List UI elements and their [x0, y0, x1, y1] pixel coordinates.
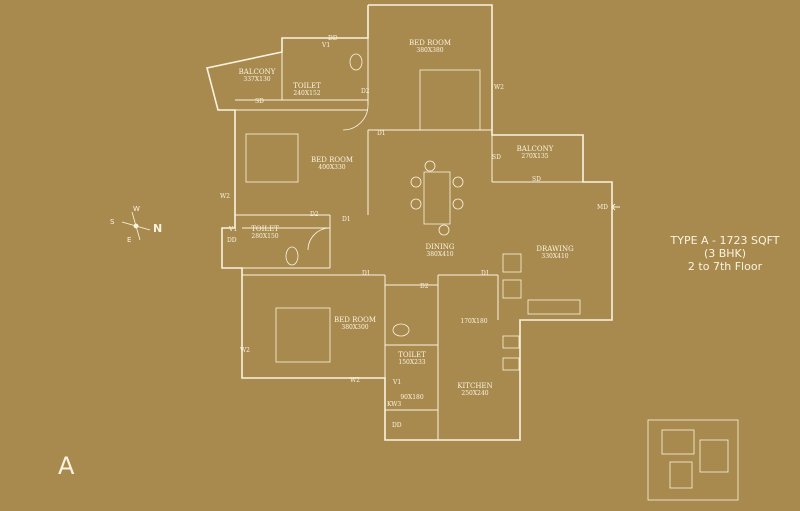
- block-letter: A: [58, 452, 75, 480]
- tag-w2: W2: [494, 84, 504, 91]
- unit-type-info: TYPE A - 1723 SQFT (3 BHK) 2 to 7th Floo…: [655, 234, 795, 273]
- room-name: BALCONY: [238, 68, 276, 76]
- main-entry-arrow-icon: [611, 203, 620, 211]
- tag-sd: SD: [532, 176, 541, 183]
- room-name: TOILET: [293, 82, 321, 90]
- site-key-plan: [647, 419, 739, 501]
- tag-v1: V1: [322, 42, 331, 49]
- tag-dd: DD: [328, 35, 338, 42]
- room-dim: 380X300: [341, 324, 369, 331]
- tag-sd: SD: [255, 98, 264, 105]
- tag-d2: D2: [361, 88, 370, 95]
- unit-floors: 2 to 7th Floor: [687, 260, 763, 273]
- tag-w2: W2: [350, 377, 360, 384]
- tag-v1: V1: [393, 379, 402, 386]
- room-name: BED ROOM: [333, 316, 376, 324]
- room-dim: 337X130: [243, 76, 271, 83]
- room-dim: 380X410: [426, 251, 454, 258]
- compass-w-label: W: [133, 205, 140, 213]
- room-dim: 380X380: [416, 47, 444, 54]
- furniture: [245, 53, 581, 371]
- room-dim: 280X150: [251, 233, 279, 240]
- room-name: BALCONY: [516, 145, 554, 153]
- compass-s-label: S: [110, 218, 115, 226]
- tag-w2: W2: [240, 347, 250, 354]
- room-name: TOILET: [251, 225, 279, 233]
- room-dim: 270X135: [521, 153, 549, 160]
- room-label-utility: 170X180: [452, 318, 496, 326]
- tag-sd: SD: [492, 154, 501, 161]
- room-name: DINING: [425, 243, 455, 251]
- tag-v1: V1: [229, 226, 238, 233]
- compass-rose: [121, 211, 151, 241]
- unit-type-title: TYPE A - 1723 SQFT: [670, 234, 780, 247]
- room-dim: 150X233: [398, 359, 426, 366]
- tag-d2: D2: [420, 283, 429, 290]
- tag-dd: DD: [392, 422, 402, 429]
- tag-d1: D1: [481, 270, 490, 277]
- tag-d1: D1: [362, 270, 371, 277]
- exterior-walls: [206, 4, 613, 441]
- room-name: BED ROOM: [310, 156, 353, 164]
- room-dim: 400X330: [318, 164, 346, 171]
- room-dim: 330X410: [541, 253, 569, 260]
- tag-d1: D1: [342, 216, 351, 223]
- room-dim: 250X240: [461, 390, 489, 397]
- room-name: DRAWING: [536, 245, 574, 253]
- tag-d1: D1: [377, 130, 386, 137]
- room-name: TOILET: [398, 351, 426, 359]
- compass-e-label: E: [127, 236, 132, 244]
- room-dim: 90X180: [400, 394, 424, 401]
- room-name: KITCHEN: [457, 382, 493, 390]
- tag-d2: D2: [310, 211, 319, 218]
- interior-walls: [235, 38, 583, 440]
- tag-dd: DD: [227, 237, 237, 244]
- compass-n-label: N: [153, 222, 163, 235]
- room-dim: 240X152: [293, 90, 321, 97]
- tag-w2: W2: [220, 193, 230, 200]
- room-dim: 170X180: [460, 318, 488, 325]
- tag-md: MD: [597, 204, 608, 211]
- unit-bhk: (3 BHK): [703, 247, 747, 260]
- room-name: BED ROOM: [408, 39, 451, 47]
- room-label-store: 90X180: [390, 394, 434, 402]
- tag-kw3: KW3: [387, 401, 402, 408]
